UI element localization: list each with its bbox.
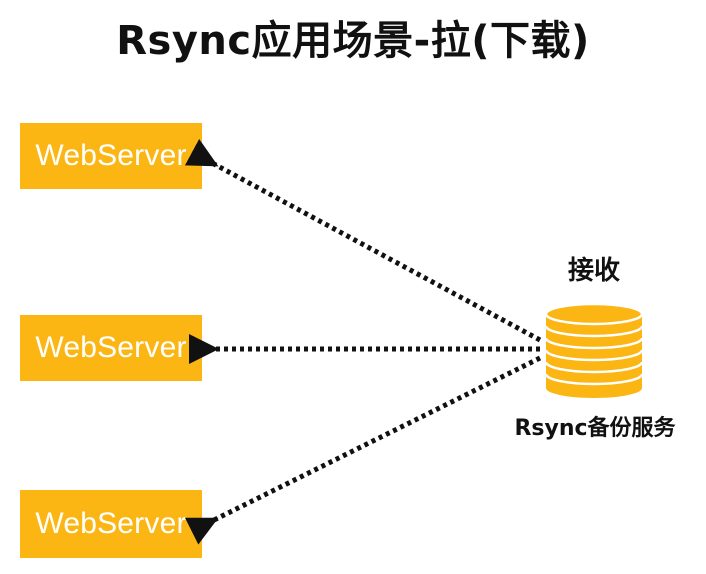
page-title: Rsync应用场景-拉(下载): [116, 18, 590, 64]
webserver-box-3: WebServer: [20, 490, 202, 558]
webserver-box-1: WebServer: [20, 123, 202, 189]
database-icon: [544, 302, 644, 398]
arrow-to-webserver-1: [184, 138, 542, 343]
receive-label: 接收: [567, 256, 620, 286]
webserver-box-2: WebServer: [20, 315, 202, 381]
backup-service-label: Rsync备份服务: [514, 416, 676, 441]
webserver-label-3: WebServer: [35, 507, 187, 540]
webserver-label-1: WebServer: [35, 139, 187, 172]
webserver-label-2: WebServer: [35, 331, 187, 364]
